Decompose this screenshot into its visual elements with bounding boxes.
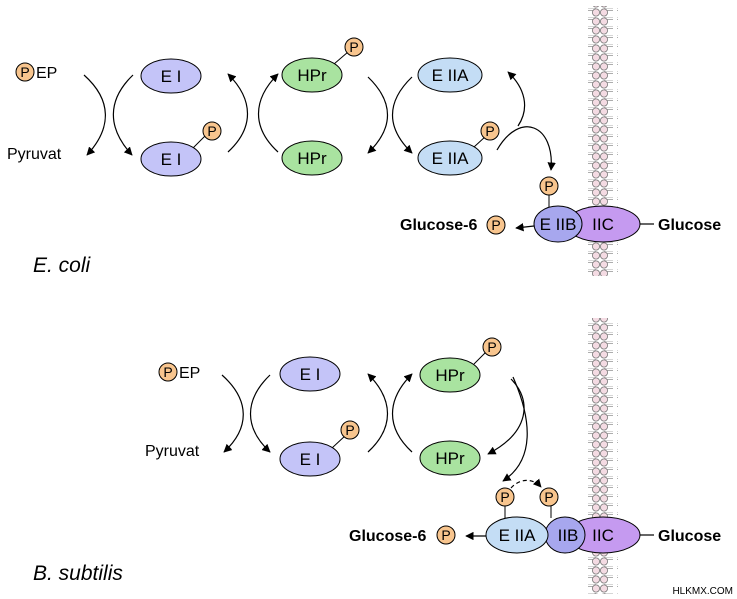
ecoli-e1-node [140,58,202,94]
svg-text:P: P [207,123,216,139]
ecoli-e2ap-label: E IIA [432,149,470,168]
ecoli-e2b-node [533,205,583,243]
bsub-glucose6-phosphate [436,525,456,545]
ecoli-hpr-node [281,140,343,176]
watermark: HLKMX.COM [672,586,733,597]
ecoli-glucose6-label: Glucose-6 [400,217,477,234]
svg-text:P: P [485,123,494,139]
svg-text:E I: E I [300,365,321,384]
bsub-e2ap-phosphate [495,487,515,507]
ecoli-glucose-label: Glucose [658,217,721,234]
bsub-e2a-node [485,516,549,554]
svg-text:IIB: IIB [558,526,579,545]
bsub-e1p-phosphate [340,420,360,440]
bsub-glucose6-label: Glucose-6 [349,528,426,545]
ecoli-hprp-label: HPr [297,66,327,85]
svg-text:P: P [491,217,500,233]
ecoli-glucose6-phosphate [486,215,506,235]
ecoli-hprp-phosphate [344,37,364,57]
ecoli-e2ap-node [417,140,483,176]
bsub-species-label: B. subtilis [33,562,123,585]
bsub-pep-label: EP [179,365,200,382]
bsub-pyruvat-label: Pyruvat [145,443,200,460]
ecoli-e2a-label: E IIA [432,66,470,85]
ecoli-e1p-phosphate [202,121,222,141]
bsub-hprp-node [419,357,481,393]
bsub-e1-node [279,356,341,392]
svg-text:HPr: HPr [435,449,465,468]
bsub-iibp-phosphate [539,487,559,507]
ecoli-pep-p: P [20,64,29,80]
ecoli-pep-label: EP [36,65,57,82]
svg-text:E IIA: E IIA [499,526,537,545]
ecoli-e1-label: E I [161,67,182,86]
ecoli-e1p-label: E I [161,150,182,169]
ecoli-e1p-node [140,141,202,177]
svg-text:IIC: IIC [592,526,614,545]
ecoli-panel: P EP Pyruvat E I E I P HPr P HPr E IIA [7,37,721,277]
bsub-hpr-node [419,440,481,476]
bsub-hprp-phosphate [482,337,502,357]
ecoli-species-label: E. coli [33,254,92,277]
svg-text:P: P [500,489,509,505]
bsubtilis-panel: P EP Pyruvat E I E I P HPr P HPr IIC IIB… [33,337,721,585]
ecoli-e2a-node [417,57,483,93]
ecoli-hpr-label: HPr [297,149,327,168]
svg-text:E I: E I [300,450,321,469]
svg-text:P: P [345,422,354,438]
bsub-pep-phosphate [158,362,178,382]
svg-text:P: P [163,364,172,380]
ecoli-pyruvat-label: Pyruvat [7,146,62,163]
ecoli-e2b-label: E IIB [540,215,577,234]
svg-text:P: P [544,489,553,505]
svg-text:P: P [441,527,450,543]
svg-text:HPr: HPr [435,366,465,385]
ecoli-iic-label: IIC [592,215,614,234]
svg-text:P: P [349,39,358,55]
ecoli-e2bp-phosphate [539,176,559,196]
bsub-e1p-node [279,441,341,477]
ecoli-hprp-node [281,57,343,93]
bsub-glucose-label: Glucose [658,528,721,545]
svg-text:P: P [487,339,496,355]
ecoli-e2ap-phosphate [480,121,500,141]
svg-text:P: P [544,178,553,194]
ecoli-pep-phosphate [15,62,35,82]
